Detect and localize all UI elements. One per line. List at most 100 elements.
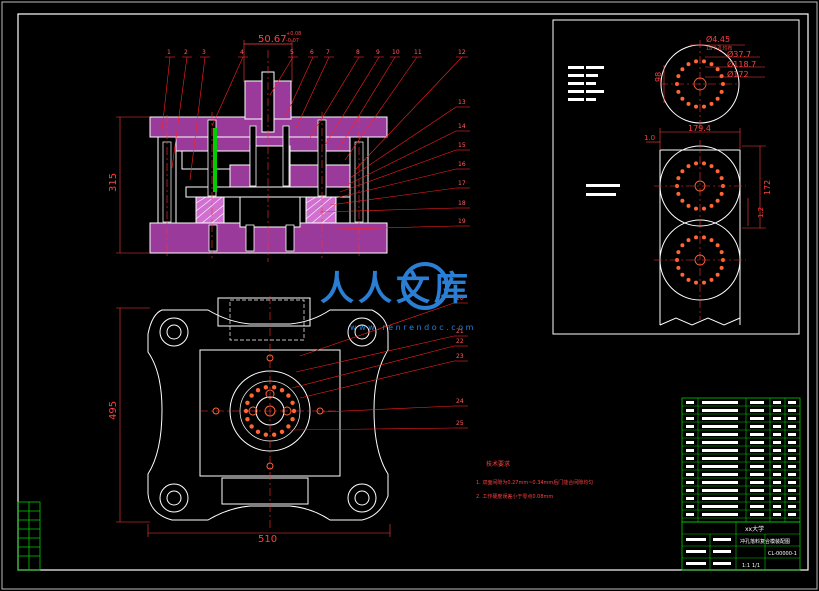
- title-sheet: 1/1: [752, 563, 760, 569]
- title-block-cell-text: [702, 417, 738, 420]
- part-label-20: 20: [456, 295, 464, 302]
- part-label-19: 19: [458, 218, 466, 225]
- strip-hole: [680, 169, 685, 174]
- title-block-cell-text: [773, 497, 781, 500]
- strip-hole: [721, 82, 725, 86]
- strip-hole: [680, 96, 685, 101]
- strip-pitch: 172: [763, 180, 772, 195]
- strip-hole: [715, 243, 720, 248]
- title-block-cell-text: [788, 473, 796, 476]
- strip-hole: [701, 59, 706, 64]
- part-label-3: 3: [202, 49, 206, 56]
- title-block-cell-text: [788, 425, 796, 428]
- watermark-brand: 人人文库: [320, 269, 472, 309]
- part-label-10: 10: [392, 49, 400, 56]
- strip-hole: [676, 191, 681, 196]
- plan-hole: [249, 393, 254, 398]
- strip-dia-3: Ø172: [727, 69, 749, 79]
- strip-dimension-lines: [646, 44, 766, 229]
- top-dimension: 50.67 +0.08 -0.07: [243, 31, 301, 82]
- strip-hole: [686, 203, 691, 208]
- watermark: 人人文库 w w w . r e n r e n d o c . c o m: [320, 262, 474, 332]
- strip-hole: [686, 238, 691, 243]
- strip-dia-small: Ø4.45: [706, 34, 730, 44]
- title-block-cell-text: [702, 481, 738, 484]
- plan-hole: [286, 424, 291, 429]
- strip-hole-rings: [675, 59, 725, 285]
- title-block-cell-text: [788, 401, 796, 404]
- plan-height-value: 495: [108, 401, 119, 420]
- strip-hole: [719, 250, 724, 255]
- watermark-url: w w w . r e n r e n d o c . c o m: [350, 323, 474, 332]
- title-block-cell-text: [702, 497, 738, 500]
- title-block-cell-text: [773, 441, 781, 444]
- title-block-cell-text: [773, 449, 781, 452]
- strip-hole: [686, 277, 691, 282]
- title-block-cell-text: [750, 401, 764, 404]
- plan-width-value: 510: [258, 534, 277, 545]
- title-block-cell-text: [750, 489, 764, 492]
- part-label-4: 4: [240, 49, 244, 56]
- strip-hole: [680, 272, 685, 277]
- part-label-12: 12: [458, 49, 466, 56]
- strip-hole: [715, 169, 720, 174]
- title-block-cell-text: [702, 505, 738, 508]
- strip-hole: [694, 104, 699, 109]
- strip-hole: [715, 272, 720, 277]
- title-block-cell-text: [750, 433, 764, 436]
- top-part-labels: 1 2 3 4 5 6 7 8 9 10 11 12: [167, 49, 466, 56]
- title-block-cell-text: [702, 473, 738, 476]
- part-label-8: 8: [356, 49, 360, 56]
- strip-hole: [680, 198, 685, 203]
- strip-hole: [701, 104, 706, 109]
- part-label-23: 23: [456, 353, 464, 360]
- strip-hole: [709, 277, 714, 282]
- strip-hole: [676, 176, 681, 181]
- plan-leader-lines: [289, 302, 468, 431]
- title-block-cell-text: [686, 441, 694, 444]
- plan-hole: [255, 429, 261, 434]
- plan-hole: [271, 432, 277, 437]
- plan-hole: [291, 408, 297, 414]
- title-block-cell-text: [686, 401, 694, 404]
- title-block-cell-text: [686, 457, 694, 460]
- strip-hole: [715, 96, 720, 101]
- part-label-1: 1: [167, 49, 171, 56]
- strip-hole: [694, 280, 699, 285]
- title-block-cell-text: [702, 449, 738, 452]
- strip-centerlines: [654, 40, 746, 320]
- strip-hole: [680, 243, 685, 248]
- title-block-cell-text: [788, 457, 796, 460]
- title-block-cell-text: [788, 481, 796, 484]
- strip-hole: [694, 206, 699, 211]
- title-block-notes: [686, 538, 731, 565]
- title-block-cell-text: [750, 441, 764, 444]
- section-height-dimension: [116, 116, 150, 254]
- part-label-15: 15: [458, 142, 466, 149]
- part-label-13: 13: [458, 99, 466, 106]
- title-block-cell-text: [702, 409, 738, 412]
- title-block-cell-text: [788, 497, 796, 500]
- strip-hole: [719, 74, 724, 79]
- plan-hole: [290, 417, 295, 422]
- title-block-cell-text: [788, 433, 796, 436]
- strip-hole: [709, 164, 714, 169]
- plan-hole: [271, 385, 277, 390]
- strip-dia-2: Ø118.7: [727, 59, 756, 69]
- plan-hole: [245, 400, 250, 405]
- strip-hole: [719, 176, 724, 181]
- strip-hole: [676, 250, 681, 255]
- plan-die-face: [212, 354, 324, 470]
- title-block-cell-text: [750, 497, 764, 500]
- plan-hole: [255, 388, 261, 393]
- title-block-cell-text: [702, 441, 738, 444]
- title-drawing-number: CL-00000-1: [768, 551, 797, 557]
- title-block-cell-text: [773, 433, 781, 436]
- title-block-cell-text: [686, 505, 694, 508]
- title-block-cell-text: [702, 433, 738, 436]
- top-leader-lines: [161, 56, 468, 181]
- plan-centerlines: [200, 296, 340, 528]
- title-block-cell-text: [686, 497, 694, 500]
- strip-hole: [709, 62, 714, 67]
